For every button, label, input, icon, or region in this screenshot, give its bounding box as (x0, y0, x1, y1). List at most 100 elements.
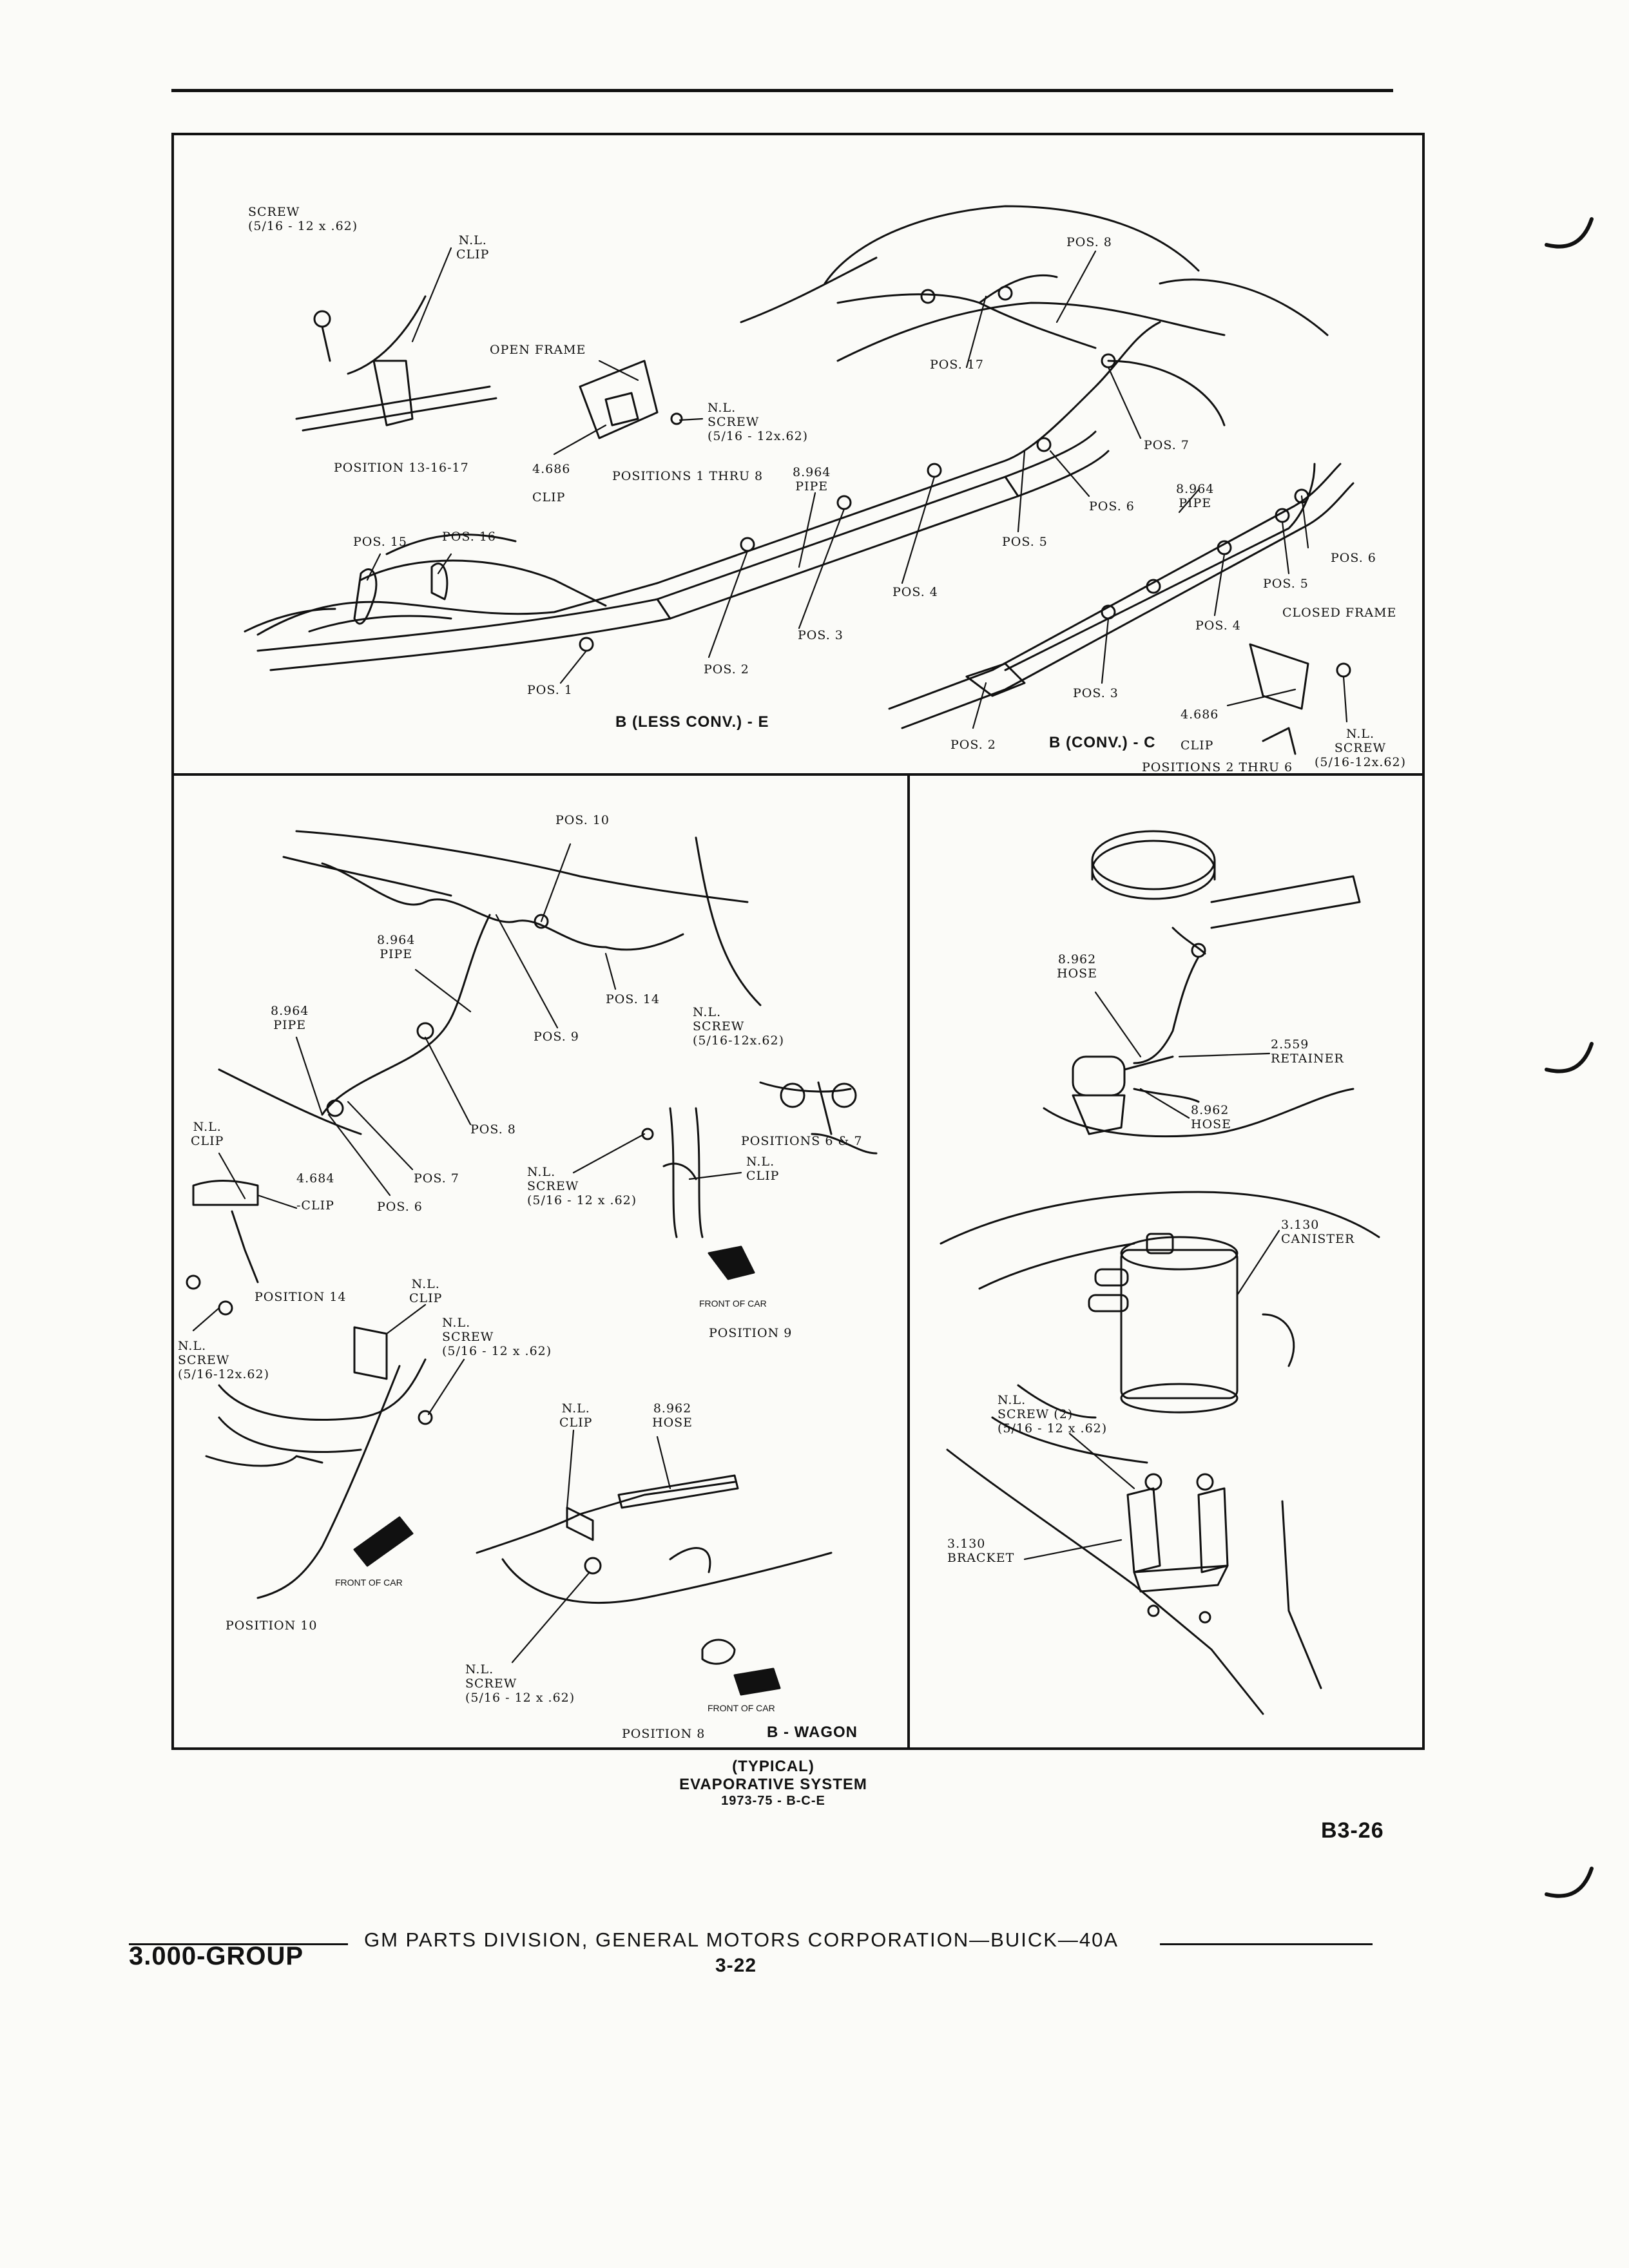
wagon-nl-clip-c-label-line2: CLIP (409, 1291, 443, 1305)
pos-17-label: POS. 17 (930, 358, 984, 372)
retainer-label: 2.559 RETAINER (1271, 1037, 1344, 1066)
canister-label: 3.130 CANISTER (1281, 1218, 1354, 1246)
pipe-8964-label-line1: 8.964 (793, 465, 831, 479)
pos-2-label: POS. 2 (704, 662, 749, 677)
wagon-nl-clip-c-label: N.L. CLIP (409, 1277, 442, 1305)
nl-clip-label-line1: N.L. (458, 233, 487, 247)
wagon-nl-screw-d-label-line3: (5/16-12x.62) (178, 1367, 270, 1381)
pipe-8964-label-line2: PIPE (795, 479, 829, 494)
wagon-nl-clip-c-label-line1: N.L. (411, 1277, 440, 1291)
nl-screw-label: N.L. SCREW (5/16 - 12x.62) (708, 401, 808, 443)
front-of-car-9-label: FRONT OF CAR (699, 1298, 767, 1309)
positions-6-7-label: POSITIONS 6 & 7 (741, 1134, 863, 1148)
less-conv-title: B (LESS CONV.) - E (615, 713, 769, 731)
footer-rule-right (1160, 1943, 1373, 1945)
wagon-nl-screw-c-label-line3: (5/16 - 12 x .62) (442, 1344, 552, 1358)
wagon-nl-screw-d-label-line2: SCREW (178, 1353, 230, 1367)
nl-clip-label-line2: CLIP (456, 247, 490, 262)
wagon-nl-screw-e-label-line3: (5/16 - 12 x .62) (465, 1691, 575, 1705)
wagon-pos-9-label: POS. 9 (534, 1030, 579, 1044)
clip-4686-conv-label-line1: 4.686 (1181, 707, 1219, 722)
wagon-nl-screw-e-label: N.L. SCREW (5/16 - 12 x .62) (465, 1662, 575, 1705)
bracket-label-line1: 3.130 (947, 1537, 986, 1551)
canister-nl-screw-label-line1: N.L. (998, 1393, 1027, 1407)
canister-hose-b-label-line2: HOSE (1191, 1117, 1232, 1131)
panel-canister (907, 773, 1425, 1750)
pos-8-label: POS. 8 (1066, 235, 1112, 249)
nl-screw-conv-label: N.L. SCREW (5/16-12x.62) (1315, 727, 1406, 769)
clip-4686-label: 4.686 CLIP (532, 455, 570, 512)
pos-4-conv-label: POS. 4 (1195, 619, 1241, 633)
canister-hose-b-label-line1: 8.962 (1191, 1103, 1229, 1117)
wagon-nl-clip-a-label-line2: CLIP (191, 1134, 224, 1148)
wagon-pipe-b-label: 8.964 PIPE (271, 1004, 309, 1032)
canister-hose-a-label: 8.962 HOSE (1057, 952, 1097, 981)
wagon-nl-screw-a-label-line1: N.L. (693, 1005, 722, 1019)
wagon-nl-screw-d-label: N.L. SCREW (5/16-12x.62) (178, 1339, 269, 1381)
wagon-nl-clip-b-label: N.L. CLIP (746, 1155, 779, 1183)
open-frame-label: OPEN FRAME (490, 343, 586, 357)
wagon-nl-screw-c-label: N.L. SCREW (5/16 - 12 x .62) (442, 1316, 552, 1358)
footer-page-number: 3-22 (715, 1955, 757, 1976)
footer-rule-left (129, 1943, 348, 1945)
canister-hose-a-label-line1: 8.962 (1057, 952, 1097, 966)
wagon-nl-screw-a-label-line3: (5/16-12x.62) (693, 1033, 785, 1048)
wagon-pos-7-label: POS. 7 (414, 1171, 459, 1186)
positions-2-thru-6-label: POSITIONS 2 THRU 6 (1142, 760, 1293, 774)
caption-title: EVAPORATIVE SYSTEM (679, 1776, 867, 1793)
screw-label: SCREW (5/16 - 12 x .62) (248, 205, 358, 233)
wagon-pipe-a-label: 8.964 PIPE (377, 933, 415, 961)
wagon-nl-screw-b-label-line1: N.L. (527, 1165, 556, 1179)
pos-6-conv-label: POS. 6 (1331, 551, 1376, 565)
pos-5-conv-label: POS. 5 (1263, 577, 1309, 591)
screw-label-line1: SCREW (248, 205, 300, 219)
position-13-16-17-label: POSITION 13-16-17 (334, 461, 469, 475)
nl-screw-conv-label-line3: (5/16-12x.62) (1315, 755, 1407, 769)
wagon-pos-14-label: POS. 14 (606, 992, 660, 1006)
wagon-nl-clip-a-label: N.L. CLIP (191, 1120, 224, 1148)
wagon-nl-clip-d-label: N.L. CLIP (559, 1401, 592, 1430)
wagon-nl-clip-d-label-line2: CLIP (559, 1416, 593, 1430)
wagon-nl-screw-a-label-line2: SCREW (693, 1019, 745, 1033)
top-rule (171, 89, 1393, 92)
positions-1-thru-8-label: POSITIONS 1 THRU 8 (612, 469, 764, 483)
canister-label-line1: 3.130 (1281, 1218, 1320, 1232)
wagon-nl-screw-b-label-line3: (5/16 - 12 x .62) (527, 1193, 637, 1207)
b-wagon-title: B - WAGON (767, 1724, 858, 1741)
clip-4686-label-line2: CLIP (532, 490, 566, 505)
wagon-nl-screw-e-label-line1: N.L. (465, 1662, 494, 1677)
canister-nl-screw-label: N.L. SCREW (2) (5/16 - 12 x .62) (998, 1393, 1107, 1436)
pipe-8964-label: 8.964 PIPE (793, 465, 831, 494)
nl-screw-conv-label-line2: SCREW (1334, 741, 1387, 755)
canister-hose-b-label: 8.962 HOSE (1191, 1103, 1231, 1131)
pipe-8964-conv-label-line2: PIPE (1179, 496, 1212, 510)
figure-caption: (TYPICAL) EVAPORATIVE SYSTEM 1973-75 - B… (644, 1758, 902, 1809)
clip-4686-label-line1: 4.686 (532, 462, 571, 476)
wagon-pos-8-label: POS. 8 (470, 1122, 516, 1137)
caption-years: 1973-75 - B-C-E (721, 1794, 825, 1808)
canister-hose-a-label-line2: HOSE (1057, 966, 1098, 981)
retainer-label-line1: 2.559 (1271, 1037, 1309, 1052)
position-8-label: POSITION 8 (622, 1727, 706, 1741)
front-of-car-8-label: FRONT OF CAR (708, 1703, 775, 1713)
pos-3-label: POS. 3 (798, 628, 843, 642)
canister-nl-screw-label-line3: (5/16 - 12 x .62) (998, 1421, 1108, 1436)
wagon-nl-screw-d-label-line1: N.L. (178, 1339, 207, 1353)
wagon-pipe-b-label-line1: 8.964 (271, 1004, 309, 1018)
closed-frame-label: CLOSED FRAME (1282, 606, 1397, 620)
wagon-clip-4684-label-line1: 4.684 (296, 1171, 335, 1186)
clip-4686-conv-label: 4.686 CLIP (1181, 699, 1219, 761)
pos-2-conv-label: POS. 2 (950, 738, 996, 752)
pos-7-label: POS. 7 (1144, 438, 1190, 452)
bracket-label: 3.130 BRACKET (947, 1537, 1014, 1565)
wagon-hose-8962-label-line2: HOSE (652, 1416, 693, 1430)
canister-label-line2: CANISTER (1281, 1232, 1355, 1246)
pos-16-label: POS. 16 (442, 530, 496, 544)
wagon-pos-10-label: POS. 10 (555, 813, 610, 827)
position-14-label: POSITION 14 (255, 1290, 347, 1304)
wagon-nl-clip-d-label-line1: N.L. (561, 1401, 590, 1416)
wagon-nl-screw-e-label-line2: SCREW (465, 1677, 517, 1691)
pipe-8964-conv-label: 8.964 PIPE (1176, 482, 1214, 510)
canister-nl-screw-label-line2: SCREW (2) (998, 1407, 1074, 1421)
